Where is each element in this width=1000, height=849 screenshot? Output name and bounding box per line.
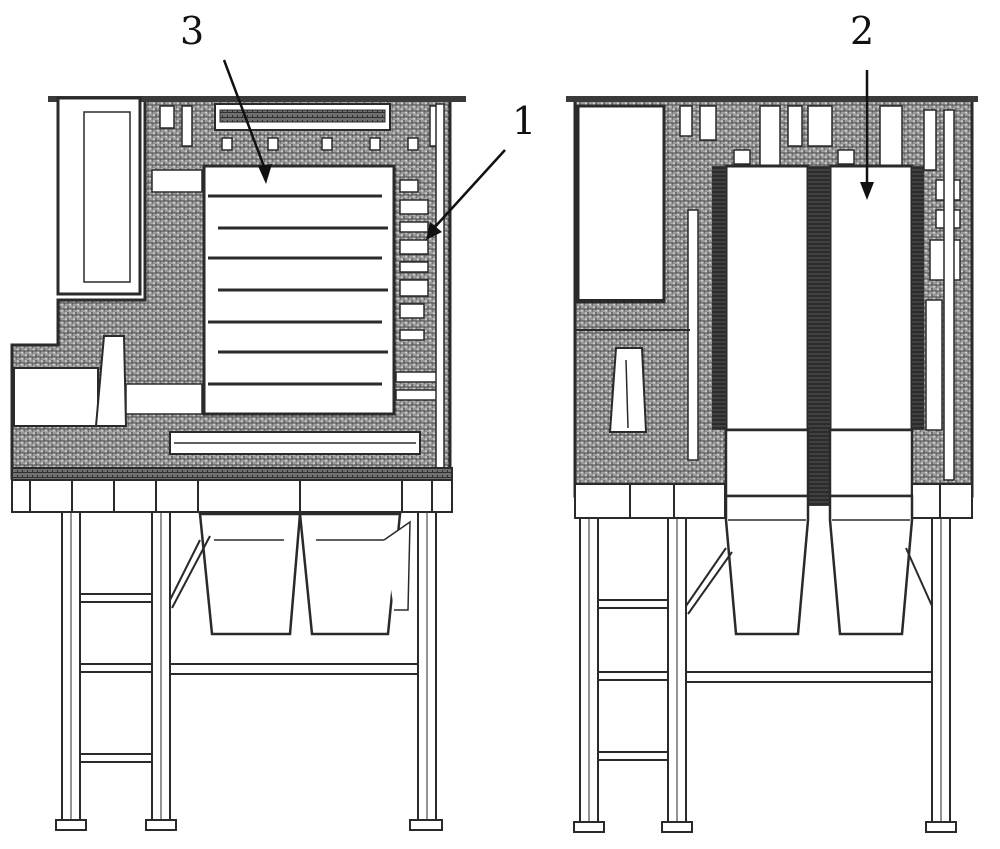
- left-unit-lower-left-block: [13, 367, 99, 427]
- left-unit-support-frame: [55, 511, 443, 831]
- right-unit-support-frame: [573, 517, 957, 833]
- arrowhead-1: [426, 222, 442, 240]
- right-unit-base-girder: [574, 483, 973, 519]
- left-unit-side-chamber-inner: [83, 111, 131, 283]
- right-unit-top-rail: [566, 96, 978, 102]
- right-unit-chamber-right: [828, 164, 914, 432]
- right-unit-center-dark-wall: [808, 166, 830, 506]
- right-unit-chamber-lower-left: [724, 428, 810, 498]
- callout-label-1: 1: [512, 99, 536, 143]
- right-unit-chamber-lower-right: [828, 428, 914, 498]
- right-unit-cross-section: [566, 96, 978, 833]
- left-unit-right-pipe: [435, 103, 445, 475]
- left-unit-lower-duct: [125, 383, 203, 415]
- leader-line-1: [433, 149, 506, 229]
- right-unit-top-ports: [679, 105, 903, 167]
- left-unit-floor-plate: [11, 467, 453, 481]
- left-unit-burner-opening: [94, 335, 128, 427]
- callout-1: 1: [426, 99, 536, 240]
- right-unit-right-dark-wall: [912, 166, 924, 430]
- right-unit-hoppers: [724, 494, 914, 636]
- arrowhead-2: [860, 182, 874, 200]
- left-unit-hoppers: [198, 512, 411, 636]
- callout-label-2: 2: [850, 9, 874, 53]
- left-unit-base-girder: [11, 479, 453, 513]
- left-unit-right-port-column: [395, 179, 441, 401]
- right-unit-right-port-column: [923, 109, 961, 481]
- right-unit-left-pipe: [687, 209, 699, 461]
- callout-3: 3: [180, 9, 272, 184]
- callout-label-3: 3: [180, 9, 204, 53]
- left-unit-top-duct-core: [219, 109, 386, 123]
- left-unit-cross-section: [10, 96, 466, 831]
- left-unit-upper-pocket: [151, 169, 203, 193]
- callout-2: 2: [850, 9, 874, 200]
- right-unit-chamber-left: [724, 164, 810, 432]
- leader-line-3: [222, 59, 268, 173]
- right-unit-left-dark-wall: [712, 166, 726, 430]
- right-unit-side-chamber: [576, 104, 666, 304]
- right-unit-burner-opening: [608, 347, 648, 433]
- left-unit-top-rail: [48, 96, 466, 102]
- left-unit-tube-rows: [208, 194, 388, 386]
- arrowhead-3: [258, 164, 272, 184]
